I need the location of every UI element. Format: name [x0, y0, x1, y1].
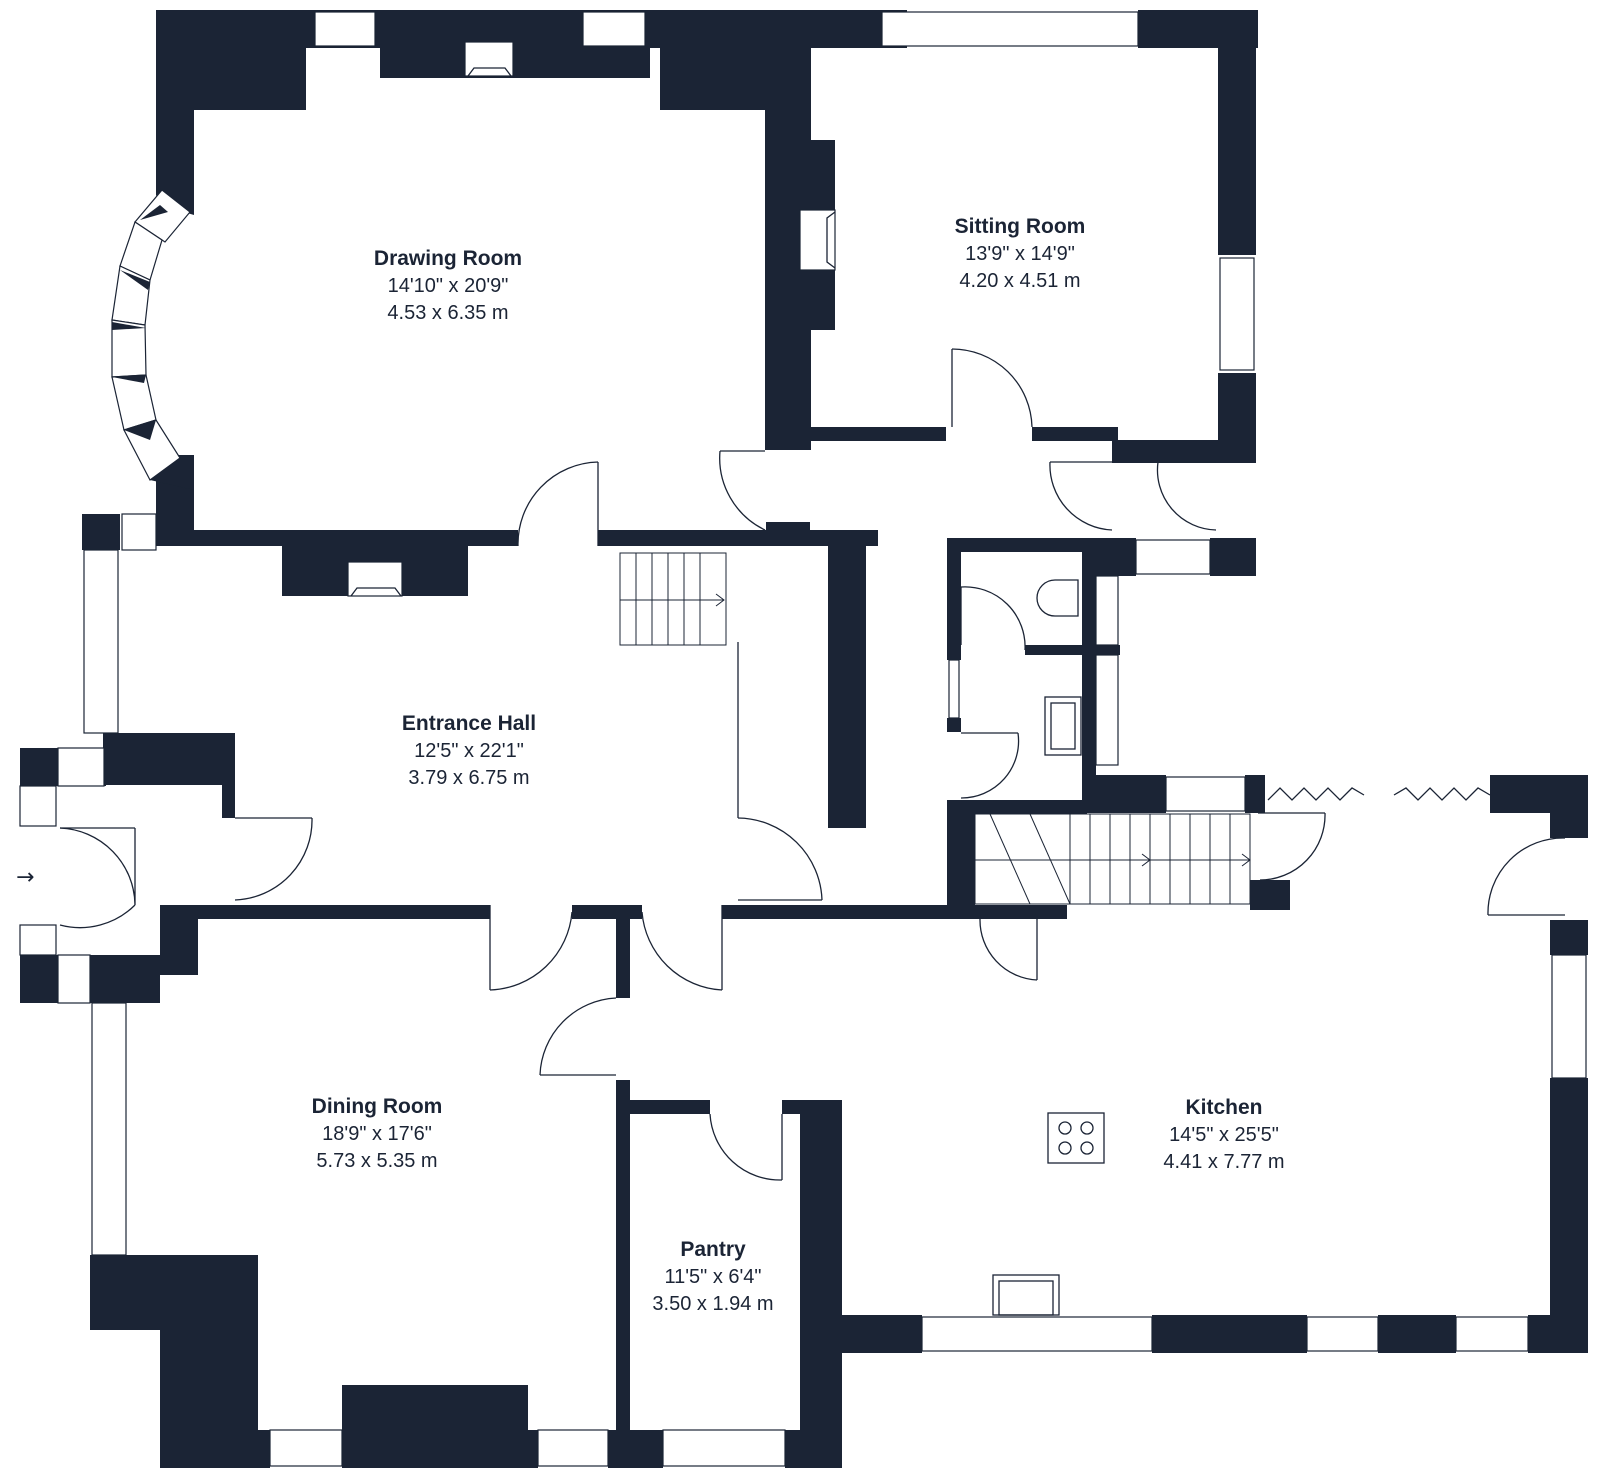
- room-dimensions-metric: 4.53 x 6.35 m: [387, 302, 508, 324]
- hob: [1047, 1112, 1105, 1164]
- toilet: [1036, 579, 1079, 617]
- doors: [59, 348, 1566, 1181]
- room-dimensions-imperial: 18'9" x 17'6": [322, 1123, 432, 1145]
- room-label-entrance-hall: Entrance Hall 12'5" x 22'1" 3.79 x 6.75 …: [402, 712, 536, 789]
- room-dimensions-metric: 3.79 x 6.75 m: [408, 767, 529, 789]
- room-dimensions-imperial: 14'10" x 20'9": [388, 275, 509, 297]
- windows: [19, 11, 1587, 1467]
- room-label-sitting-room: Sitting Room 13'9" x 14'9" 4.20 x 4.51 m: [955, 215, 1086, 292]
- bay-window: [111, 189, 194, 490]
- room-name: Pantry: [680, 1238, 746, 1261]
- staircase-hall: [619, 552, 727, 646]
- room-name: Drawing Room: [374, 247, 522, 270]
- fireplace-sitting-room: [799, 209, 836, 271]
- room-name: Kitchen: [1185, 1096, 1262, 1119]
- fireplace-entrance-hall: [347, 561, 403, 597]
- wc-basin: [1044, 696, 1082, 756]
- room-label-drawing-room: Drawing Room 14'10" x 20'9" 4.53 x 6.35 …: [374, 247, 522, 324]
- kitchen-sink: [992, 1274, 1060, 1316]
- fireplace-drawing-room: [464, 41, 514, 77]
- room-label-kitchen: Kitchen 14'5" x 25'5" 4.41 x 7.77 m: [1163, 1096, 1284, 1173]
- room-dimensions-metric: 4.20 x 4.51 m: [959, 270, 1080, 292]
- room-name: Entrance Hall: [402, 712, 536, 735]
- room-dimensions-metric: 3.50 x 1.94 m: [652, 1293, 773, 1315]
- room-label-dining-room: Dining Room 18'9" x 17'6" 5.73 x 5.35 m: [312, 1095, 443, 1172]
- entry-arrow-icon: →: [16, 865, 34, 890]
- room-name: Sitting Room: [955, 215, 1086, 238]
- room-dimensions-metric: 5.73 x 5.35 m: [316, 1150, 437, 1172]
- room-dimensions-metric: 4.41 x 7.77 m: [1163, 1151, 1284, 1173]
- staircase-kitchen: [974, 813, 1251, 905]
- room-name: Dining Room: [312, 1095, 443, 1118]
- room-label-pantry: Pantry 11'5" x 6'4" 3.50 x 1.94 m: [652, 1238, 773, 1315]
- room-dimensions-imperial: 12'5" x 22'1": [414, 740, 524, 762]
- room-dimensions-imperial: 13'9" x 14'9": [965, 243, 1075, 265]
- room-dimensions-imperial: 11'5" x 6'4": [664, 1266, 761, 1288]
- room-dimensions-imperial: 14'5" x 25'5": [1169, 1124, 1279, 1146]
